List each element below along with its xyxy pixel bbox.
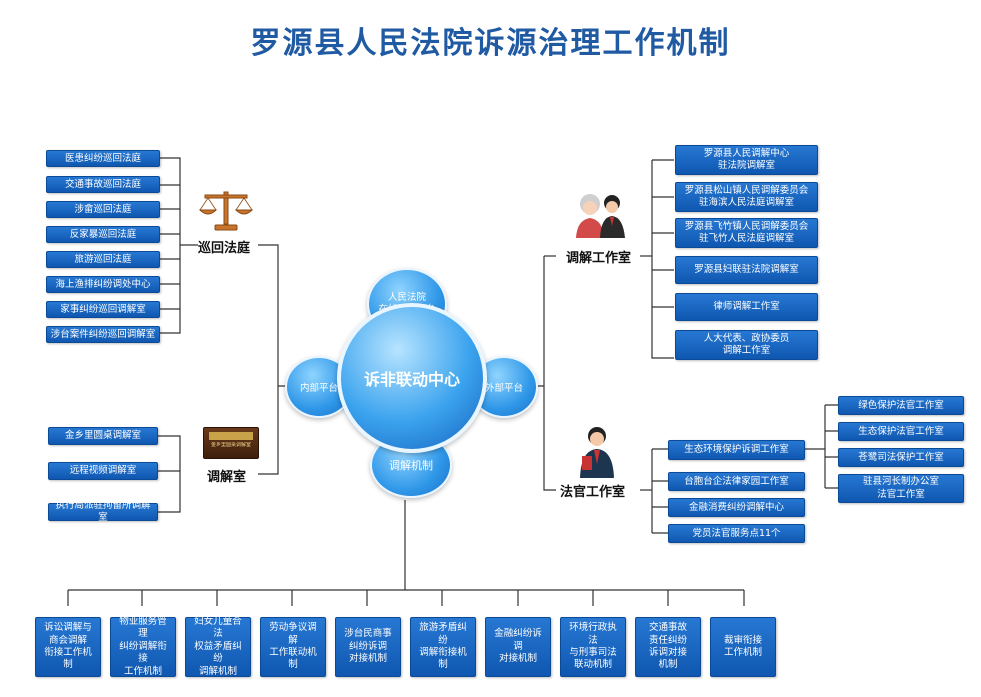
mechanism-box: 劳动争议调解 工作联动机制: [260, 617, 326, 677]
page-title: 罗源县人民法院诉源治理工作机制: [250, 26, 731, 61]
litigation-nonlitigation-center: 诉非联动中心: [337, 303, 487, 453]
mechanism-box: 交通事故 责任纠纷 诉调对接 机制: [635, 617, 701, 677]
circuit-court-item: 家事纠纷巡回调解室: [46, 301, 160, 318]
circuit-court-item: 旅游巡回法庭: [46, 251, 160, 268]
judge-office-item: 金融消费纠纷调解中心: [668, 498, 805, 517]
mechanism-box: 涉台民商事 纠纷诉调 对接机制: [335, 617, 401, 677]
circuit-court-item: 反家暴巡回法庭: [46, 226, 160, 243]
mediation-room-sign-icon: 金乡里圆桌调解室: [203, 427, 259, 459]
judge-office-item: 台胞台企法律家园工作室: [668, 472, 805, 491]
circuit-court-item: 医患纠纷巡回法庭: [46, 150, 160, 167]
mediation-room-sign-text: 金乡里圆桌调解室: [210, 442, 251, 448]
mediation-office-item: 罗源县妇联驻法院调解室: [675, 256, 818, 284]
mechanism-box: 裁审衔接 工作机制: [710, 617, 776, 677]
mediation-office-item: 罗源县飞竹镇人民调解委员会 驻飞竹人民法庭调解室: [675, 218, 818, 248]
mechanism-box: 旅游矛盾纠纷 调解衔接机制: [410, 617, 476, 677]
mediation-office-item: 律师调解工作室: [675, 293, 818, 321]
mediators-icon: [576, 194, 625, 238]
mechanism-box: 金融纠纷诉调 对接机制: [485, 617, 551, 677]
mechanism-box: 诉讼调解与 商会调解 衔接工作机制: [35, 617, 101, 677]
judge-office-label: 法官工作室: [560, 485, 626, 500]
circuit-court-item: 交通事故巡回法庭: [46, 176, 160, 193]
circuit-court-item: 涉台案件纠纷巡回调解室: [46, 326, 160, 343]
mediation-room-item: 金乡里圆桌调解室: [48, 427, 158, 445]
judge-sub-item: 生态保护法官工作室: [838, 422, 964, 441]
judge-office-item: 生态环境保护诉调工作室: [668, 440, 805, 460]
mechanism-box: 环境行政执法 与刑事司法 联动机制: [560, 617, 626, 677]
circuit-court-label: 巡回法庭: [198, 241, 251, 256]
judge-sub-item: 驻县河长制办公室 法官工作室: [838, 474, 964, 503]
judge-sub-item: 绿色保护法官工作室: [838, 396, 964, 415]
judge-icon: [580, 427, 614, 478]
mediation-office-item: 罗源县人民调解中心 驻法院调解室: [675, 145, 818, 175]
circuit-court-item: 涉畲巡回法庭: [46, 201, 160, 218]
mechanism-box: 物业服务管理 纠纷调解衔接 工作机制: [110, 616, 176, 677]
mediation-office-label: 调解工作室: [566, 251, 632, 266]
mediation-office-item: 罗源县松山镇人民调解委员会 驻海滨人民法庭调解室: [675, 182, 818, 212]
mediation-room-label: 调解室: [207, 470, 247, 485]
mediation-room-item: 远程视频调解室: [48, 462, 158, 480]
judge-sub-item: 苍鹭司法保护工作室: [838, 448, 964, 467]
scales-icon: [198, 191, 254, 231]
mechanism-box: 妇女儿童合法 权益矛盾纠纷 调解机制: [185, 616, 251, 677]
judge-office-item: 党员法官服务点11个: [668, 524, 805, 543]
mediation-office-item: 人大代表、政协委员 调解工作室: [675, 330, 818, 360]
circuit-court-item: 海上渔排纠纷调处中心: [46, 276, 160, 293]
mediation-room-item: 执行局派驻拘留所调解室: [48, 500, 158, 523]
